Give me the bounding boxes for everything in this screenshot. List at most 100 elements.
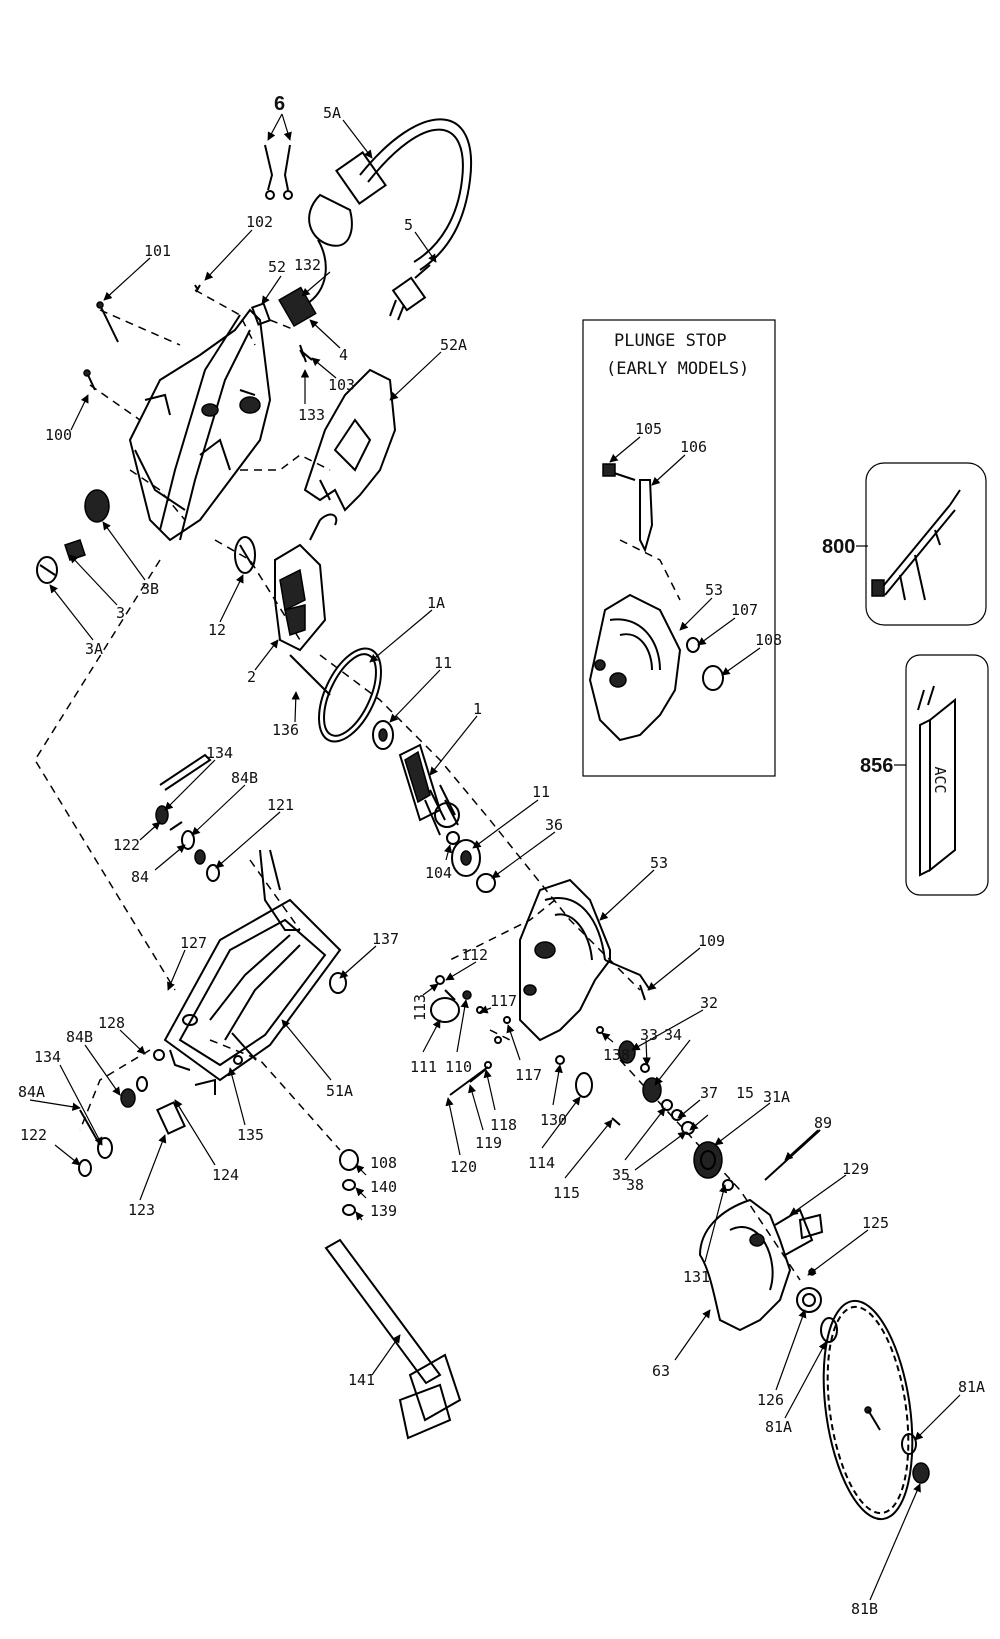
plug: [389, 264, 431, 321]
callout-81A-right: 81A: [958, 1378, 985, 1396]
callout-84: 84: [131, 868, 149, 886]
callout-102: 102: [246, 213, 273, 231]
armature: [372, 720, 496, 893]
front-knob: [36, 489, 110, 584]
callout-141: 141: [348, 1371, 375, 1389]
callout-89: 89: [814, 1114, 832, 1132]
callout-126: 126: [757, 1391, 784, 1409]
field-assembly: [234, 513, 338, 652]
plunge-stop-inset: [582, 319, 776, 777]
callout-108-fence: 108: [370, 1154, 397, 1172]
callout-81A-left: 81A: [765, 1418, 792, 1436]
callout-52A: 52A: [440, 336, 467, 354]
callout-117-upper: 117: [490, 992, 517, 1010]
callout-5A: 5A: [323, 104, 341, 122]
callout-104: 104: [425, 864, 452, 882]
callout-84B-lower: 84B: [66, 1028, 93, 1046]
callout-53-inset: 53: [705, 581, 723, 599]
callout-118: 118: [490, 1116, 517, 1134]
callout-3: 3: [116, 604, 125, 622]
callout-105: 105: [635, 420, 662, 438]
callout-132: 132: [294, 256, 321, 274]
callout-131: 131: [683, 1268, 710, 1286]
callout-117-lower: 117: [515, 1066, 542, 1084]
switch: [194, 284, 317, 361]
housing-cover-half: [303, 368, 397, 512]
callout-111: 111: [410, 1058, 437, 1076]
callout-37: 37: [700, 1084, 718, 1102]
callout-115: 115: [553, 1184, 580, 1202]
callout-138: 138: [603, 1046, 630, 1064]
callout-53-main: 53: [650, 854, 668, 872]
callout-103: 103: [328, 376, 355, 394]
callout-110: 110: [445, 1058, 472, 1076]
callout-2: 2: [247, 668, 256, 686]
callout-101: 101: [144, 242, 171, 260]
callout-109: 109: [698, 932, 725, 950]
callout-84B-upper: 84B: [231, 769, 258, 787]
callout-36: 36: [545, 816, 563, 834]
callout-34: 34: [664, 1026, 682, 1044]
callout-38: 38: [626, 1176, 644, 1194]
callout-1A: 1A: [427, 594, 445, 612]
callout-63: 63: [652, 1362, 670, 1380]
shoe-base: [153, 849, 347, 1135]
motor-housing-handle: [128, 308, 272, 542]
callout-11-lower: 11: [532, 783, 550, 801]
callout-6: 6: [274, 93, 285, 115]
callout-135: 135: [237, 1126, 264, 1144]
callout-107: 107: [731, 601, 758, 619]
screws: [83, 284, 331, 696]
assembly-dash-lines: [34, 289, 801, 1281]
power-cord: [304, 118, 473, 306]
callout-128: 128: [98, 1014, 125, 1032]
callout-125: 125: [862, 1214, 889, 1232]
callout-100: 100: [45, 426, 72, 444]
fan-baffle: [318, 647, 382, 743]
callout-112: 112: [461, 946, 488, 964]
callout-139: 139: [370, 1202, 397, 1220]
callout-32: 32: [700, 994, 718, 1012]
callout-134-lower: 134: [34, 1048, 61, 1066]
callout-140: 140: [370, 1178, 397, 1196]
inset-title-line2: (EARLY MODELS): [606, 359, 749, 379]
callout-108-inset: 108: [755, 631, 782, 649]
bevel-knob-parts: [78, 753, 220, 1177]
callout-129: 129: [842, 1160, 869, 1178]
callout-labels: 6 5A 5 102 101 52 132 4 103 133 52A 100 …: [18, 93, 985, 1618]
callout-122-upper: 122: [113, 836, 140, 854]
callout-130: 130: [540, 1111, 567, 1129]
callout-51A: 51A: [326, 1082, 353, 1100]
callout-35: 35: [612, 1166, 630, 1184]
callout-856: 856: [860, 755, 893, 777]
callout-11-upper: 11: [434, 654, 452, 672]
callout-33: 33: [640, 1026, 658, 1044]
callout-134-upper: 134: [206, 744, 233, 762]
callout-15: 15: [736, 1084, 754, 1102]
accessory-card-800: [865, 462, 987, 626]
callout-3A: 3A: [85, 640, 103, 658]
callout-137: 137: [372, 930, 399, 948]
callout-121: 121: [267, 796, 294, 814]
spindle-parts: [618, 1040, 734, 1191]
brush-springs: [264, 144, 293, 200]
callout-120: 120: [450, 1158, 477, 1176]
accessory-card-856: [905, 654, 989, 896]
callout-119: 119: [475, 1134, 502, 1152]
callout-81B: 81B: [851, 1600, 878, 1618]
callout-84A: 84A: [18, 1083, 45, 1101]
callout-31A: 31A: [763, 1088, 790, 1106]
callout-123: 123: [128, 1201, 155, 1219]
callout-3B: 3B: [141, 580, 159, 598]
callout-133: 133: [298, 406, 325, 424]
callout-800: 800: [822, 536, 855, 558]
callout-127: 127: [180, 934, 207, 952]
saw-blade: [796, 1287, 930, 1521]
callout-113: 113: [411, 994, 429, 1021]
callout-136: 136: [272, 721, 299, 739]
accessory-card-856-label: ACC: [931, 766, 949, 793]
inset-title-line1: PLUNGE STOP: [614, 331, 727, 351]
callout-4: 4: [339, 346, 348, 364]
callout-52: 52: [268, 258, 286, 276]
